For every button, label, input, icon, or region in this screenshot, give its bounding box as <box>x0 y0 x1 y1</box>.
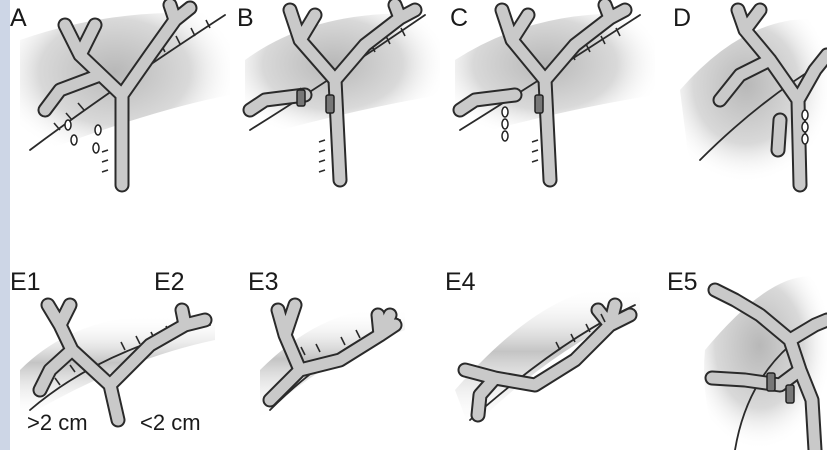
distance-note-e1: >2 cm <box>27 412 88 434</box>
panel-b-drawing <box>245 5 440 180</box>
panel-d-drawing <box>680 10 827 185</box>
panel-label-e2: E2 <box>154 270 185 295</box>
panel-e5-drawing <box>704 276 827 450</box>
panel-label-e5: E5 <box>667 270 698 295</box>
panel-label-a: A <box>10 6 27 31</box>
panel-c-drawing <box>455 5 655 180</box>
panel-label-d: D <box>673 6 691 31</box>
panel-label-b: B <box>237 6 254 31</box>
panel-a-drawing <box>20 5 230 185</box>
panel-label-e1: E1 <box>10 270 41 295</box>
panel-e3-drawing <box>260 305 405 420</box>
distance-note-e2: <2 cm <box>140 412 201 434</box>
panel-label-e4: E4 <box>445 270 476 295</box>
panel-label-e3: E3 <box>248 270 279 295</box>
panel-label-c: C <box>450 6 468 31</box>
panel-e4-drawing <box>455 287 640 430</box>
panel-e1-e2-drawing <box>20 305 215 420</box>
